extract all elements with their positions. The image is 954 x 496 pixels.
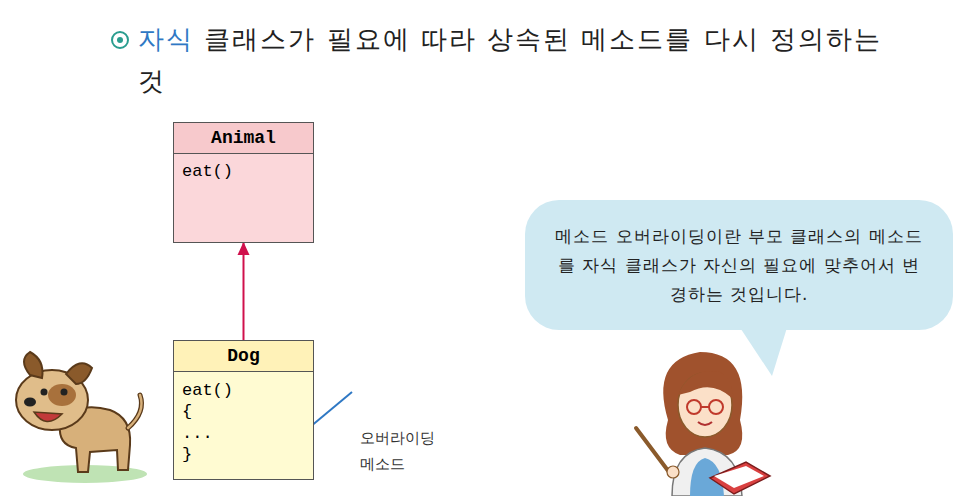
method-list: eat() { ... } [174, 372, 313, 473]
teacher-illustration [636, 352, 770, 496]
class-name: Dog [174, 341, 313, 372]
heading: 자식 클래스가 필요에 따라 상속된 메소드를 다시 정의하는 것 [138, 18, 898, 102]
callout-label: 오버라이딩 메소드 [360, 426, 452, 477]
dog-illustration [16, 352, 147, 483]
bullet-symbol [112, 32, 128, 48]
class-name: Animal [174, 123, 313, 154]
class-box: Animal eat() [173, 122, 314, 243]
method-text: eat() { ... } [182, 380, 192, 465]
speech-bubble: 메소드 오버라이딩이란 부모 클래스의 메소드를 자식 클래스가 자신의 필요에… [525, 200, 953, 330]
heading-text: 클래스가 필요에 따라 상속된 메소드를 다시 정의하는 것 [138, 24, 882, 96]
inheritance-arrow [243, 243, 245, 340]
method-list: eat() [174, 154, 313, 189]
method-text: eat() [182, 162, 305, 181]
heading-keyword: 자식 [138, 24, 194, 54]
class-box: Dog eat() { ... } [173, 340, 314, 480]
bubble-text: 메소드 오버라이딩이란 부모 클래스의 메소드를 자식 클래스가 자신의 필요에… [551, 222, 927, 309]
